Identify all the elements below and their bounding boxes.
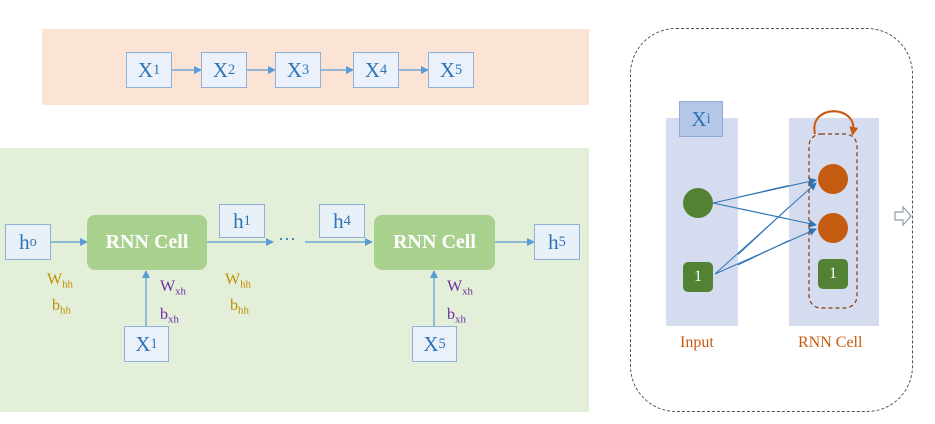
rnn-neuron-node-1 xyxy=(818,164,848,194)
bias-bhh-1: bhh xyxy=(52,297,71,317)
rnn-layer-label: RNN Cell xyxy=(798,334,863,351)
rnn-neuron-node-2 xyxy=(818,213,848,243)
weight-wxh-1: Wxh xyxy=(160,278,186,298)
weight-wxh-2: Wxh xyxy=(447,278,473,298)
rnn-bias-node: 1 xyxy=(818,259,848,289)
unrolled-arrows xyxy=(51,238,535,326)
continue-arrow-icon xyxy=(894,205,912,227)
bias-bhh-2: bhh xyxy=(230,297,249,317)
unrolled-band xyxy=(0,148,589,412)
rnn-cell-1: RNN Cell xyxy=(87,215,207,270)
weight-whh-1: Whh xyxy=(47,271,73,291)
bias-bxh-1: bxh xyxy=(160,306,179,326)
bias-bxh-2: bxh xyxy=(447,306,466,326)
network-panel xyxy=(630,28,913,412)
rnn-cell-2: RNN Cell xyxy=(374,215,495,270)
weight-whh-2: Whh xyxy=(225,271,251,291)
input-layer-label: Input xyxy=(680,334,714,351)
ellipsis: ··· xyxy=(278,229,296,249)
input-bias-node: 1 xyxy=(683,262,713,292)
input-neuron-node xyxy=(683,188,713,218)
